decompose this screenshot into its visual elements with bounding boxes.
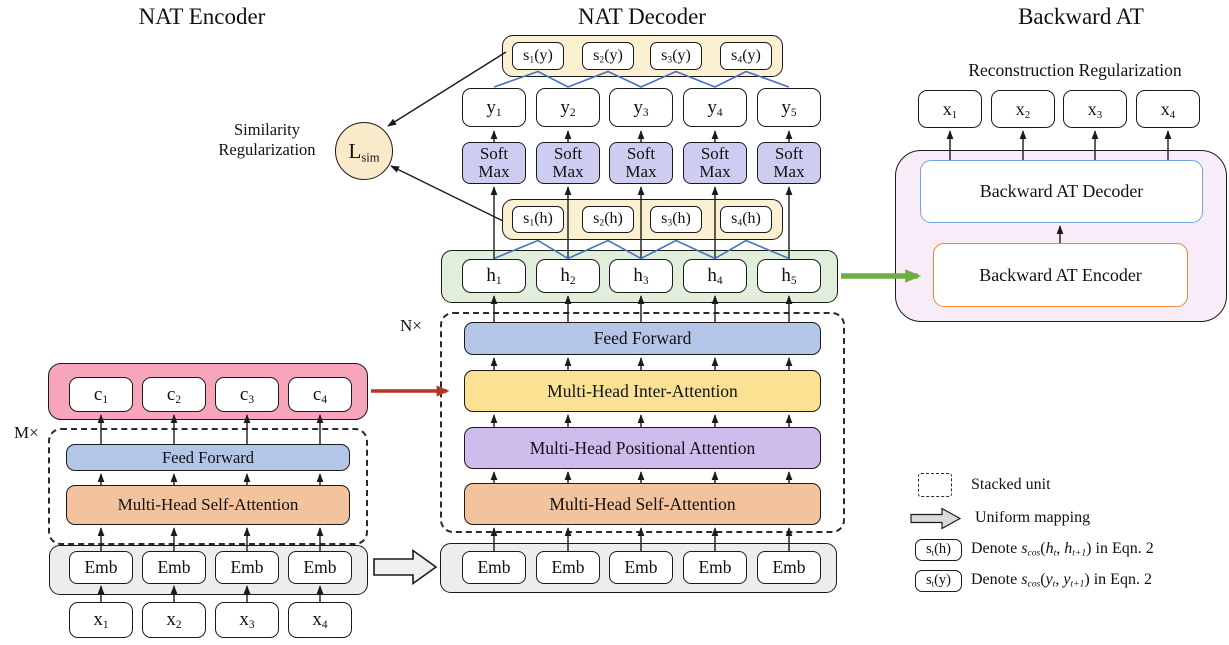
s3h-box: s3(h) — [650, 206, 702, 233]
similarity-loss-node: Lsim — [335, 122, 393, 180]
backward-at-decoder-box: Backward AT Decoder — [920, 160, 1203, 223]
similarity-loss-arrows — [387, 51, 507, 222]
y3-box: y3 — [609, 88, 673, 127]
reconstruction-regularization-label: Reconstruction Regularization — [968, 60, 1182, 80]
h1-box: h1 — [462, 259, 526, 293]
c2-box: c2 — [142, 377, 206, 412]
uniform-mapping-label: Uniform mapping — [975, 509, 1091, 526]
s3y-box: s3(y) — [650, 42, 702, 70]
decoder-emb-box-5: Emb — [757, 551, 821, 584]
nat-decoder-title: NAT Decoder — [578, 4, 706, 29]
decoder-feed-forward-layer: Feed Forward — [464, 322, 821, 355]
s2y-box: s2(y) — [582, 42, 634, 70]
stacked-unit-icon — [918, 473, 952, 497]
s4h-box: s4(h) — [720, 206, 772, 233]
backward-x4-box: x4 — [1136, 90, 1200, 128]
encoder-emb-box-2: Emb — [142, 551, 206, 584]
backward-x2-box: x2 — [991, 90, 1055, 128]
s1y-box: s1(y) — [512, 42, 564, 70]
y4-box: y4 — [683, 88, 747, 127]
decoder-emb-box-4: Emb — [683, 551, 747, 584]
sty-legend-text: Denote scos(yt, yt+1) in Eqn. 2 — [971, 571, 1152, 590]
backward-x1-box: x1 — [918, 90, 982, 128]
stacked-unit-label: Stacked unit — [971, 476, 1051, 493]
encoder-stack-multiplier: M× — [14, 423, 39, 442]
c4-box: c4 — [288, 377, 352, 412]
encoder-emb-box-3: Emb — [215, 551, 279, 584]
sty-legend-icon: st(y) — [915, 570, 962, 592]
s4y-box: s4(y) — [720, 42, 772, 70]
decoder-positional-attention-layer: Multi-Head Positional Attention — [464, 427, 821, 469]
x2-box: x2 — [142, 602, 206, 638]
x3-box: x3 — [215, 602, 279, 638]
h4-box: h4 — [683, 259, 747, 293]
decoder-emb-box-1: Emb — [462, 551, 526, 584]
decoder-emb-box-3: Emb — [609, 551, 673, 584]
encoder-feed-forward-layer: Feed Forward — [66, 444, 350, 471]
backward-at-encoder-box: Backward AT Encoder — [933, 243, 1188, 307]
y1-box: y1 — [462, 88, 526, 127]
backward-at-title: Backward AT — [1018, 4, 1144, 29]
nat-encoder-title: NAT Encoder — [138, 4, 266, 29]
uniform-mapping-arrow-icon — [373, 548, 438, 586]
c1-box: c1 — [69, 377, 133, 412]
uniform-mapping-legend-icon — [910, 507, 962, 530]
encoder-emb-box-1: Emb — [69, 551, 133, 584]
encoder-emb-box-4: Emb — [288, 551, 352, 584]
h2-box: h2 — [536, 259, 600, 293]
encoder-self-attention-layer: Multi-Head Self-Attention — [66, 485, 350, 525]
x4-box: x4 — [288, 602, 352, 638]
y5-box: y5 — [757, 88, 821, 127]
s1h-box: s1(h) — [512, 206, 564, 233]
decoder-stack-multiplier: N× — [400, 316, 422, 335]
h3-box: h3 — [609, 259, 673, 293]
decoder-self-attention-layer: Multi-Head Self-Attention — [464, 483, 821, 525]
c3-box: c3 — [215, 377, 279, 412]
similarity-regularization-label: Similarity Regularization — [218, 120, 316, 159]
sth-legend-icon: st(h) — [915, 539, 962, 561]
h5-box: h5 — [757, 259, 821, 293]
decoder-inter-attention-layer: Multi-Head Inter-Attention — [464, 370, 821, 412]
sth-legend-text: Denote scos(ht, ht+1) in Eqn. 2 — [971, 540, 1154, 559]
x1-box: x1 — [69, 602, 133, 638]
backward-x3-box: x3 — [1063, 90, 1127, 128]
encoder-stacked-unit — [48, 428, 368, 545]
y2-box: y2 — [536, 88, 600, 127]
s2h-box: s2(h) — [582, 206, 634, 233]
decoder-emb-box-2: Emb — [536, 551, 600, 584]
